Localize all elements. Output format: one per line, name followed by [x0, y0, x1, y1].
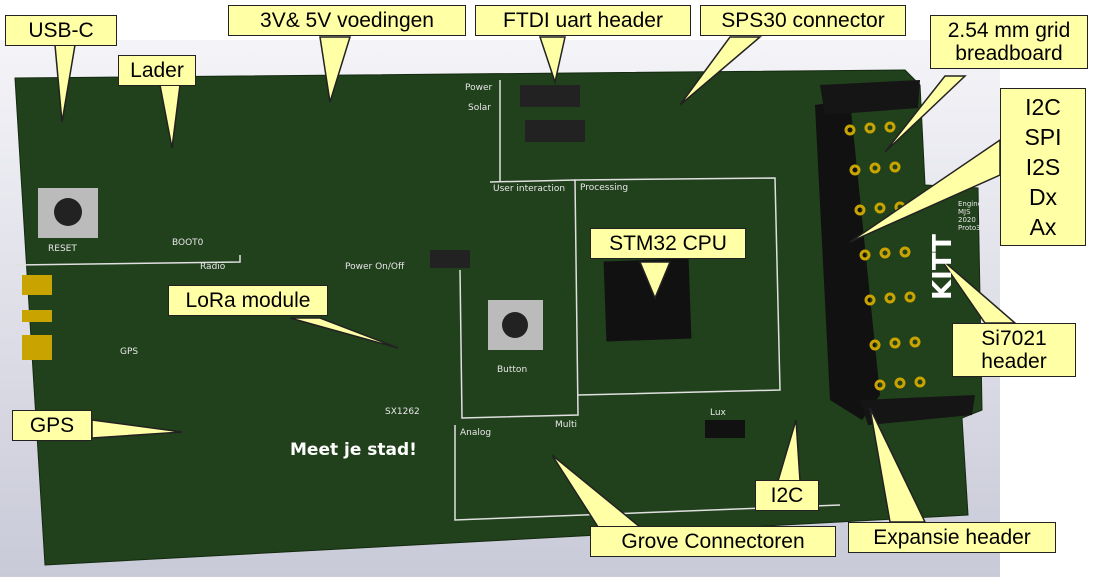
callout-grove: Grove Connectoren — [590, 526, 836, 557]
callout-i2c: I2C — [755, 480, 819, 511]
callout-bus-ax: Ax — [1029, 214, 1057, 240]
callout-usb-c: USB-C — [5, 15, 117, 46]
callout-lora: LoRa module — [168, 285, 328, 316]
callout-breadboard: 2.54 mm grid breadboard — [930, 15, 1088, 69]
callout-stm32: STM32 CPU — [590, 228, 746, 259]
stm32-chip — [603, 258, 692, 342]
callout-bus-spi: SPI — [1024, 124, 1062, 150]
callout-bus-dx: Dx — [1028, 184, 1058, 210]
callout-ftdi: FTDI uart header — [475, 5, 691, 36]
callout-breadboard-line2: breadboard — [955, 42, 1063, 65]
silk-processing: Processing — [580, 183, 629, 193]
silk-button: Button — [497, 365, 528, 375]
silk-gps: GPS — [120, 347, 139, 357]
callout-bus-i2c: I2C — [1025, 94, 1061, 120]
callout-si7021: Si7021 header — [952, 323, 1076, 377]
expansion-header — [815, 100, 880, 420]
callout-sps30: SPS30 connector — [700, 5, 906, 36]
callout-bus: I2C SPI I2S Dx Ax — [1000, 88, 1086, 246]
silk-sx1262: SX1262 — [385, 407, 420, 417]
silk-power-onoff: Power On/Off — [345, 262, 405, 272]
silk-radio: Radio — [200, 262, 226, 272]
callout-expansie: Expansie header — [848, 522, 1056, 553]
callout-si7021-line2: header — [981, 350, 1047, 373]
silk-multi: Multi — [555, 420, 577, 430]
silk-analog: Analog — [460, 428, 492, 438]
callout-si7021-line1: Si7021 — [981, 327, 1047, 350]
callout-gps: GPS — [12, 410, 92, 441]
meet-je-stad-logo: Meet je stad! — [290, 440, 417, 460]
silk-lux: Lux — [710, 408, 726, 418]
callout-lader: Lader — [118, 55, 196, 86]
silk-user-interaction: User interaction — [493, 184, 566, 194]
silk-solar: Solar — [468, 103, 491, 113]
silk-reset: RESET — [48, 244, 77, 254]
silk-kitt-sub: Engineering MJS 2020 Proto3 — [958, 200, 1000, 232]
callout-voedingen: 3V& 5V voedingen — [228, 5, 466, 36]
silk-power: Power — [465, 83, 493, 93]
kitt-logo: KITT — [928, 234, 958, 300]
callout-breadboard-line1: 2.54 mm grid — [947, 19, 1071, 42]
callout-bus-i2s: I2S — [1025, 154, 1061, 180]
silk-boot0: BOOT0 — [172, 238, 204, 248]
